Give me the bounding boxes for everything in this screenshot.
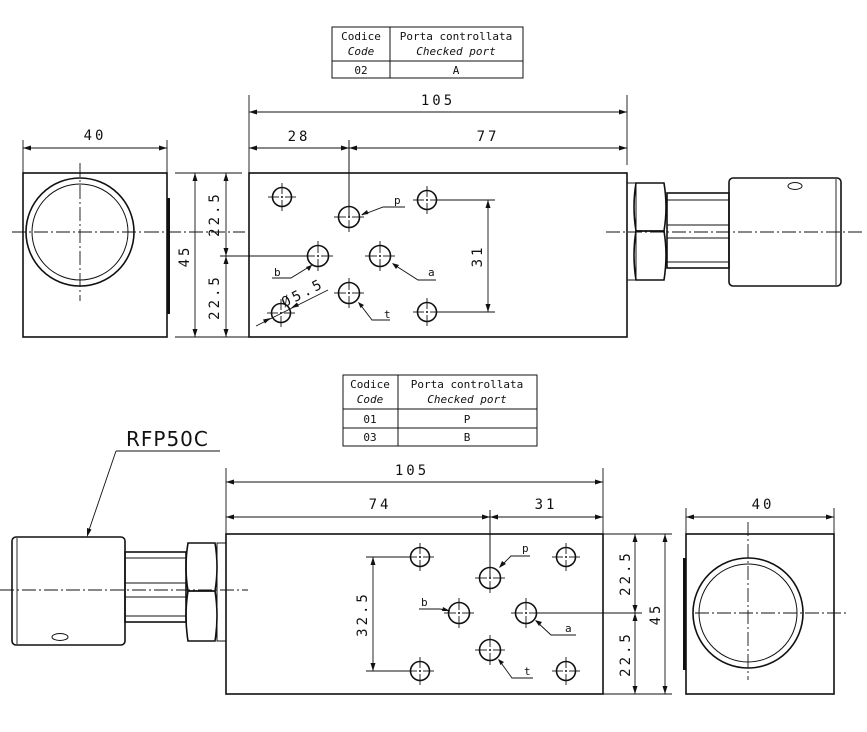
dim-p-remaining: 31 xyxy=(535,497,558,513)
port-label-p: p xyxy=(522,542,529,555)
dim-overall-length: 105 xyxy=(395,463,429,479)
dim-p-offset: 28 xyxy=(288,129,311,145)
bottom-port-table: Codice Code Porta controllata Checked po… xyxy=(342,374,538,447)
dim-overall-length: 105 xyxy=(421,93,455,109)
dim-p-offset: 74 xyxy=(369,497,392,513)
mounting-hole xyxy=(405,542,435,572)
table-header-port: Porta controllata xyxy=(400,30,513,43)
bottom-height-dims: 22.5 22.5 45 xyxy=(536,533,672,695)
table-cell-code: 01 xyxy=(363,413,376,426)
table-cell-port: B xyxy=(464,431,471,444)
dim-mount-spacing: 31 xyxy=(470,245,486,268)
mounting-hole xyxy=(551,656,581,686)
port-hole-b xyxy=(443,597,475,629)
dim-half-lower: 22.5 xyxy=(207,274,223,320)
dim-half-upper: 22.5 xyxy=(207,191,223,237)
table-header-code-en: Code xyxy=(348,45,375,58)
port-label-p: p xyxy=(394,194,401,207)
dim-end-width: 40 xyxy=(752,497,775,513)
table-cell-port: A xyxy=(453,64,460,77)
dim-height: 45 xyxy=(177,245,193,268)
port-label-t: t xyxy=(524,665,531,678)
port-label-b: b xyxy=(274,266,281,279)
table-header-code: Codice xyxy=(341,30,381,43)
dim-mount-spacing: 32.5 xyxy=(355,591,371,637)
mounting-hole xyxy=(267,182,297,212)
model-label-group: RFP50C xyxy=(87,427,220,537)
dim-hole-diameter: Ø5.5 xyxy=(279,276,327,311)
table-cell-code: 03 xyxy=(363,431,376,444)
port-hole-p xyxy=(333,201,365,233)
table-header-port-en: Checked port xyxy=(427,393,507,406)
table-header-code: Codice xyxy=(350,378,390,391)
port-label-b: b xyxy=(421,596,428,609)
dim-p-remaining: 77 xyxy=(477,129,500,145)
mounting-hole xyxy=(551,542,581,572)
bottom-subplate-body: 105 74 31 32.5 p b a t xyxy=(225,463,604,695)
dim-end-width: 40 xyxy=(84,128,107,144)
table-cell-code: 02 xyxy=(354,64,367,77)
port-label-t: t xyxy=(384,308,391,321)
port-hole-a xyxy=(364,240,396,272)
mounting-hole xyxy=(405,656,435,686)
dim-height: 45 xyxy=(648,603,664,626)
top-height-dims: 45 22.5 22.5 xyxy=(175,172,307,338)
top-valve-cartridge xyxy=(606,177,862,287)
bottom-end-view: 40 xyxy=(683,497,846,695)
table-header-code-en: Code xyxy=(357,393,384,406)
dim-half-upper: 22.5 xyxy=(618,550,634,596)
table-header-port: Porta controllata xyxy=(411,378,524,391)
top-port-table: Codice Code Porta controllata Checked po… xyxy=(331,26,524,79)
mounting-hole xyxy=(412,185,442,215)
dim-half-lower: 22.5 xyxy=(618,631,634,677)
port-hole-p xyxy=(474,562,506,594)
model-label: RFP50C xyxy=(126,427,209,451)
table-cell-port: P xyxy=(464,413,471,426)
table-header-port-en: Checked port xyxy=(416,45,496,58)
top-end-view: 40 xyxy=(12,128,170,338)
port-label-a: a xyxy=(565,622,572,635)
bottom-valve-cartridge xyxy=(0,536,248,646)
port-label-a: a xyxy=(428,266,435,279)
mounting-hole xyxy=(412,297,442,327)
